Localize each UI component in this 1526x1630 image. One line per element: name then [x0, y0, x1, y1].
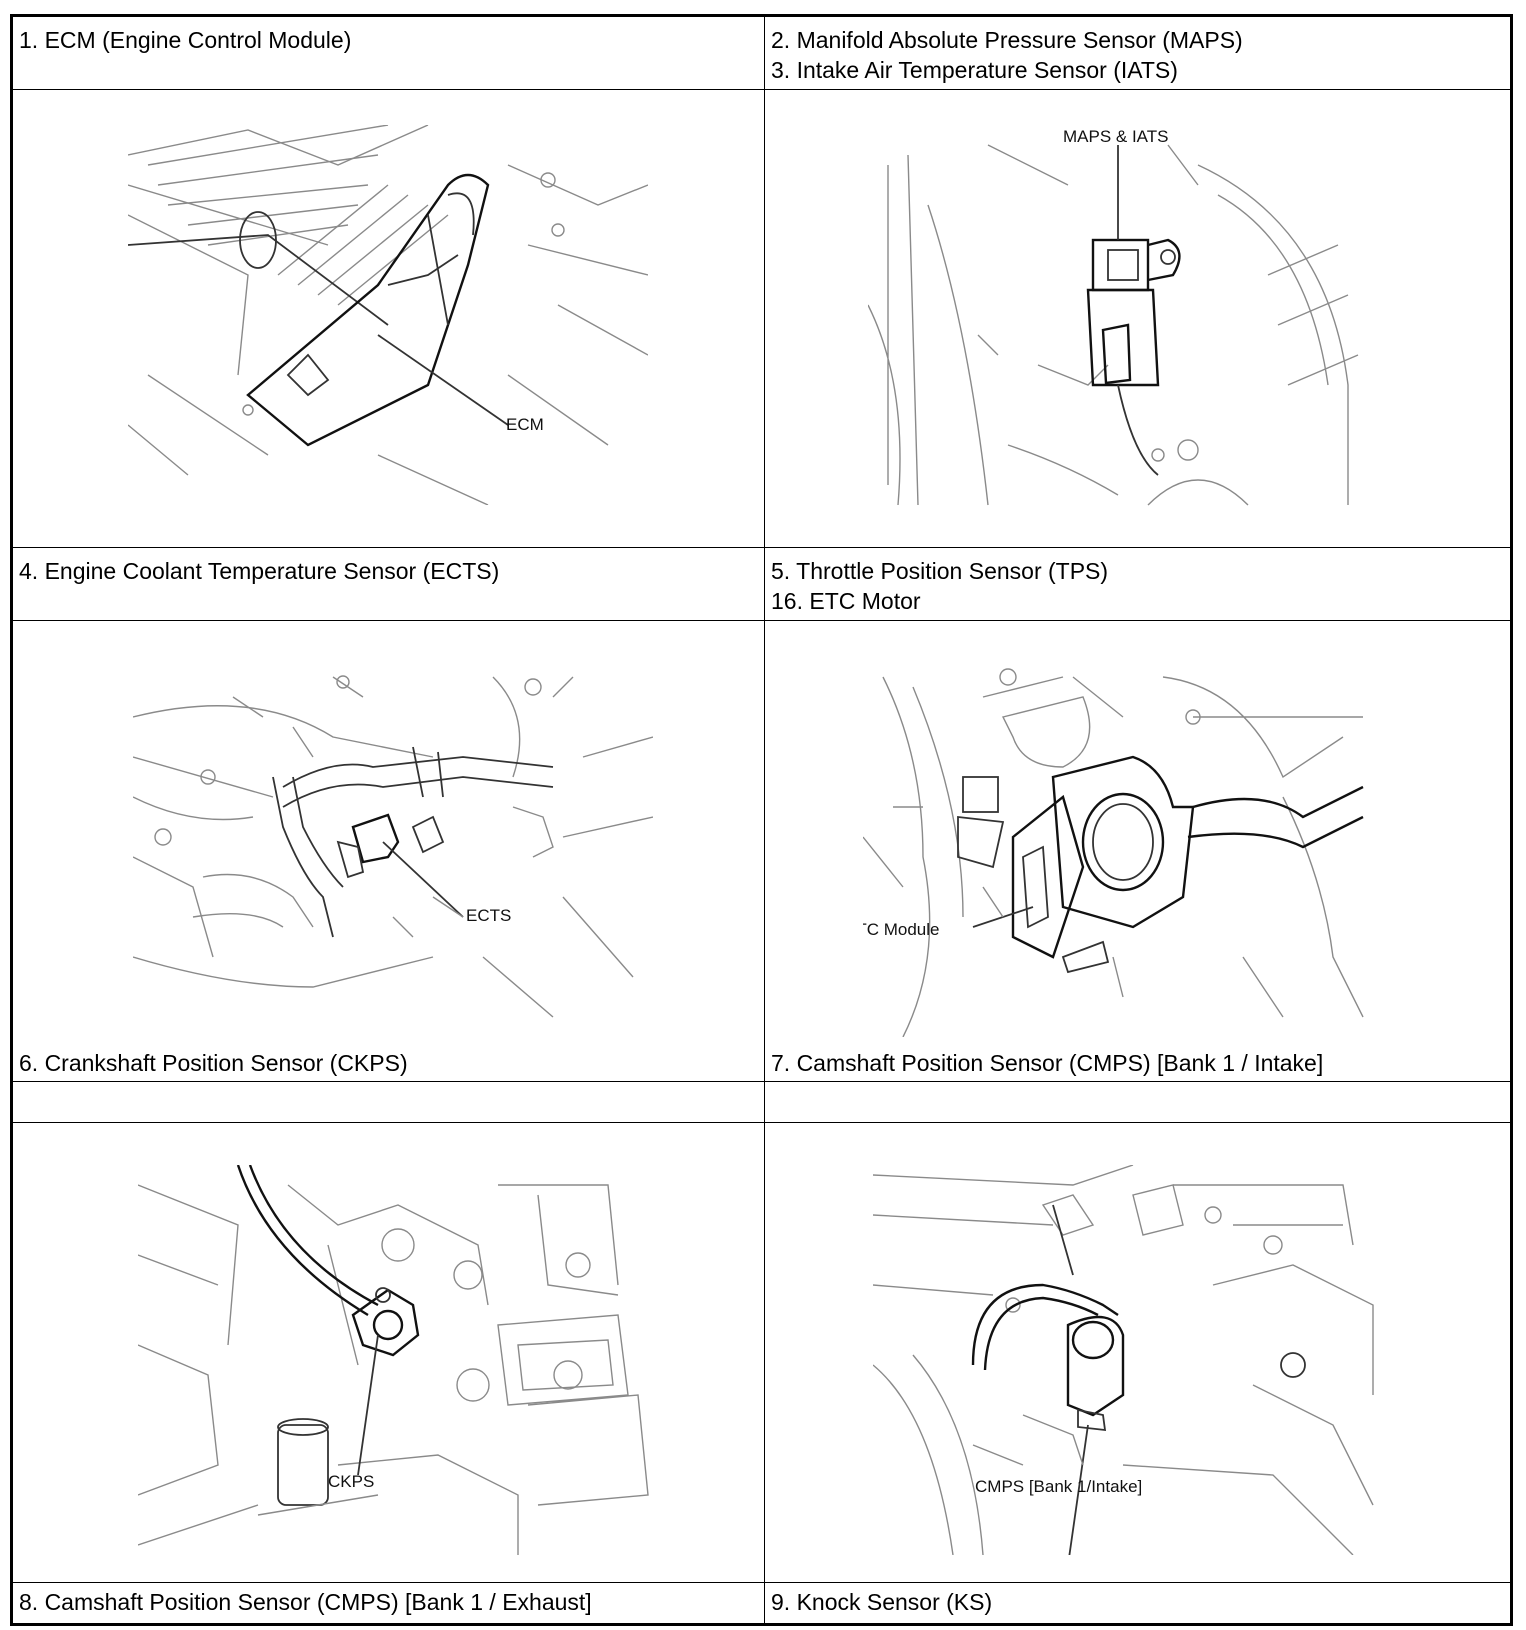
maps-illustration: MAPS & IATS — [868, 125, 1388, 525]
maps-header: 2. Manifold Absolute Pressure Sensor (MA… — [765, 17, 1513, 89]
ecm-illustration: ECM — [128, 125, 648, 505]
ects-illustration: ECTS — [133, 657, 653, 1037]
cmps-exhaust-title: 8. Camshaft Position Sensor (CMPS) [Bank… — [19, 1589, 592, 1615]
row-divider — [13, 1122, 1510, 1123]
tps-diagram: ETC Module — [863, 668, 1364, 1037]
row-divider — [13, 620, 1510, 621]
ckps-title: 6. Crankshaft Position Sensor (CKPS) — [19, 1050, 408, 1076]
cmps-intake-illustration: CMPS [Bank 1/Intake] — [873, 1165, 1393, 1555]
ckps-diagram: CKPS — [138, 1165, 649, 1555]
cmps-exhaust-header: 8. Camshaft Position Sensor (CMPS) [Bank… — [13, 1583, 764, 1627]
ects-header: 4. Engine Coolant Temperature Sensor (EC… — [13, 548, 764, 620]
cmps-intake-header: 7. Camshaft Position Sensor (CMPS) [Bank… — [765, 1048, 1513, 1082]
ects-title: 4. Engine Coolant Temperature Sensor (EC… — [19, 558, 500, 584]
row-divider — [13, 89, 1510, 90]
cmps-intake-diagram: CMPS [Bank 1/Intake] — [873, 1165, 1374, 1555]
ckps-callout: CKPS — [328, 1472, 374, 1491]
reference-sheet: 1. ECM (Engine Control Module) 2. Manifo… — [10, 14, 1513, 1626]
ckps-header: 6. Crankshaft Position Sensor (CKPS) — [13, 1048, 764, 1082]
row-divider — [13, 1582, 1510, 1583]
ecm-diagram: ECM — [128, 125, 648, 505]
tps-header: 5. Throttle Position Sensor (TPS) 16. ET… — [765, 548, 1513, 620]
tps-callout: ETC Module — [863, 920, 939, 939]
ecm-callout: ECM — [506, 415, 544, 434]
maps-diagram: MAPS & IATS — [868, 127, 1359, 506]
cmps-intake-title: 7. Camshaft Position Sensor (CMPS) [Bank… — [771, 1050, 1324, 1076]
maps-callout: MAPS & IATS — [1063, 127, 1169, 146]
ks-title: 9. Knock Sensor (KS) — [771, 1589, 993, 1615]
row-divider — [13, 1081, 1510, 1082]
row-divider — [13, 547, 1510, 548]
tps-illustration: ETC Module — [863, 657, 1383, 1037]
etc-motor-title: 16. ETC Motor — [771, 588, 921, 614]
tps-title: 5. Throttle Position Sensor (TPS) — [771, 558, 1109, 584]
column-divider — [764, 17, 765, 1623]
sensor-location-grid: 1. ECM (Engine Control Module) 2. Manifo… — [13, 17, 1510, 1623]
ects-callout: ECTS — [466, 906, 511, 925]
ecm-title: 1. ECM (Engine Control Module) — [19, 27, 352, 53]
ks-header: 9. Knock Sensor (KS) — [765, 1583, 1513, 1627]
maps-title: 2. Manifold Absolute Pressure Sensor (MA… — [771, 27, 1243, 53]
ects-diagram: ECTS — [133, 675, 653, 1018]
ecm-header: 1. ECM (Engine Control Module) — [13, 17, 764, 89]
ckps-illustration: CKPS — [138, 1165, 658, 1555]
iats-title: 3. Intake Air Temperature Sensor (IATS) — [771, 57, 1178, 83]
cmps-intake-callout: CMPS [Bank 1/Intake] — [975, 1477, 1142, 1496]
